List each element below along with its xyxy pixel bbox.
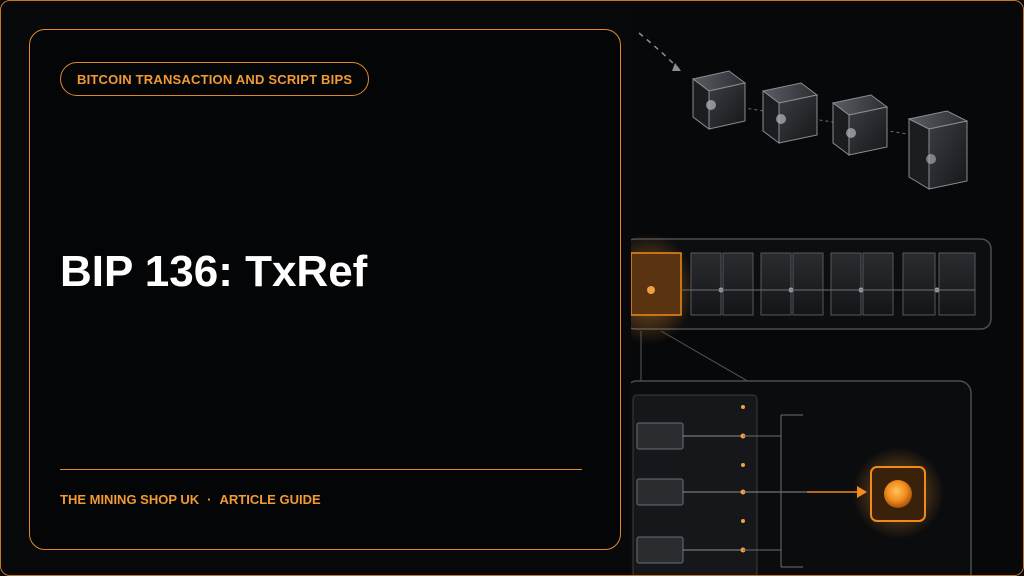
cube-3 bbox=[831, 94, 889, 156]
footer-separator: · bbox=[207, 492, 212, 507]
footer-section: ARTICLE GUIDE bbox=[219, 492, 321, 507]
page-title: BIP 136: TxRef bbox=[60, 247, 368, 296]
cube-4 bbox=[907, 110, 969, 190]
segment-group-1 bbox=[690, 252, 754, 316]
article-card: BITCOIN TRANSACTION AND SCRIPT BIPS BIP … bbox=[29, 29, 621, 550]
cube-1 bbox=[691, 70, 747, 130]
segment-group-3 bbox=[830, 252, 894, 316]
footer: THE MINING SHOP UK · ARTICLE GUIDE bbox=[60, 492, 321, 507]
cube-2 bbox=[761, 82, 819, 144]
input-row-1 bbox=[636, 422, 781, 450]
segment-group-4 bbox=[902, 252, 976, 316]
divider bbox=[60, 469, 582, 470]
footer-brand: THE MINING SHOP UK bbox=[60, 492, 200, 507]
category-badge: BITCOIN TRANSACTION AND SCRIPT BIPS bbox=[60, 62, 370, 96]
segment-group-2 bbox=[760, 252, 824, 316]
input-row-3 bbox=[636, 536, 781, 564]
blockchain-illustration bbox=[631, 1, 1023, 575]
input-row-2 bbox=[636, 478, 859, 506]
